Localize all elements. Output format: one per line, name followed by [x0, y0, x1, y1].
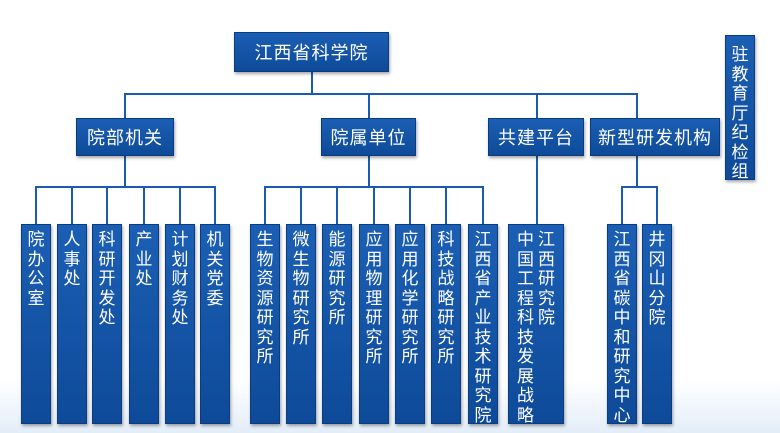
connector-group-1	[124, 93, 126, 118]
connector-g2-down	[368, 155, 370, 187]
unit-box: 机关党委	[200, 224, 230, 424]
connector-g2-u1	[264, 186, 266, 224]
connector-g2-u5	[409, 186, 411, 224]
connector-g2-u3	[336, 186, 338, 224]
connector-group-2	[368, 93, 370, 118]
unit-label: 井冈山分院	[648, 230, 666, 328]
unit-box: 江西省产业技术研究院	[468, 224, 498, 426]
unit-label: 人事处	[63, 230, 81, 289]
unit-label: 应用物理研究所	[365, 230, 383, 367]
group-header-3: 共建平台	[488, 118, 584, 156]
connector-g1-down	[124, 155, 126, 187]
unit-box: 科技战略研究所	[431, 224, 461, 424]
connector-g4-u1	[621, 186, 623, 224]
unit-box: 应用化学研究所	[395, 224, 425, 424]
unit-label: 计划财务处	[171, 230, 189, 328]
unit-label: 能源研究所	[328, 230, 346, 328]
unit-label: 科技战略研究所	[437, 230, 455, 367]
unit-label: 科研开发处	[98, 230, 116, 328]
unit-label: 江西研究院	[538, 230, 555, 328]
connector-g1-u4	[143, 186, 145, 224]
unit-box: 微生物研究所	[286, 224, 316, 424]
connector-g2-u2	[300, 186, 302, 224]
connector-g1-u6	[214, 186, 216, 224]
side-node-text: 驻教育厅纪检组	[731, 45, 749, 182]
group-header-4: 新型研发机构	[590, 118, 720, 156]
connector-group-4	[636, 93, 638, 118]
connector-g4-bus	[621, 186, 657, 188]
connector-g4-u2	[656, 186, 658, 224]
unit-box: 井冈山分院	[642, 224, 672, 424]
unit-label: 产业处	[135, 230, 153, 289]
unit-box: 科研开发处	[92, 224, 122, 424]
connector-g3-down	[536, 155, 538, 224]
connector-group-3	[536, 93, 538, 118]
connector-g4-down	[636, 155, 638, 187]
unit-label: 应用化学研究所	[401, 230, 419, 367]
unit-box: 江西研究院 中国工程科技发展战略	[508, 224, 564, 426]
root-node: 江西省科学院	[234, 32, 389, 72]
side-node: 驻教育厅纪检组	[725, 35, 755, 182]
unit-label: 中国工程科技发展战略	[517, 230, 534, 426]
unit-label: 江西省碳中和研究中心	[613, 230, 631, 426]
unit-box: 人事处	[57, 224, 87, 424]
connector-g1-u1	[35, 186, 37, 224]
connector-g1-u3	[106, 186, 108, 224]
unit-label: 江西省产业技术研究院	[474, 230, 492, 426]
group-header-1: 院部机关	[76, 118, 174, 156]
connector-group-bus	[124, 93, 638, 95]
connector-g2-u7	[482, 186, 484, 224]
unit-box: 能源研究所	[322, 224, 352, 424]
connector-g2-u6	[445, 186, 447, 224]
unit-box: 产业处	[129, 224, 159, 424]
unit-label: 院办公室	[27, 230, 45, 309]
unit-box: 江西省碳中和研究中心	[607, 224, 637, 426]
unit-box: 院办公室	[21, 224, 51, 424]
unit-box: 计划财务处	[165, 224, 195, 424]
connector-g1-bus	[35, 186, 215, 188]
unit-box: 应用物理研究所	[359, 224, 389, 424]
connector-g1-u5	[179, 186, 181, 224]
connector-root-down	[311, 72, 313, 94]
unit-label: 微生物研究所	[292, 230, 310, 348]
unit-label: 机关党委	[206, 230, 224, 309]
unit-box: 生物资源研究所	[250, 224, 280, 424]
connector-g2-u4	[373, 186, 375, 224]
group-header-2: 院属单位	[321, 118, 416, 156]
unit-label: 生物资源研究所	[256, 230, 274, 367]
connector-g1-u2	[71, 186, 73, 224]
